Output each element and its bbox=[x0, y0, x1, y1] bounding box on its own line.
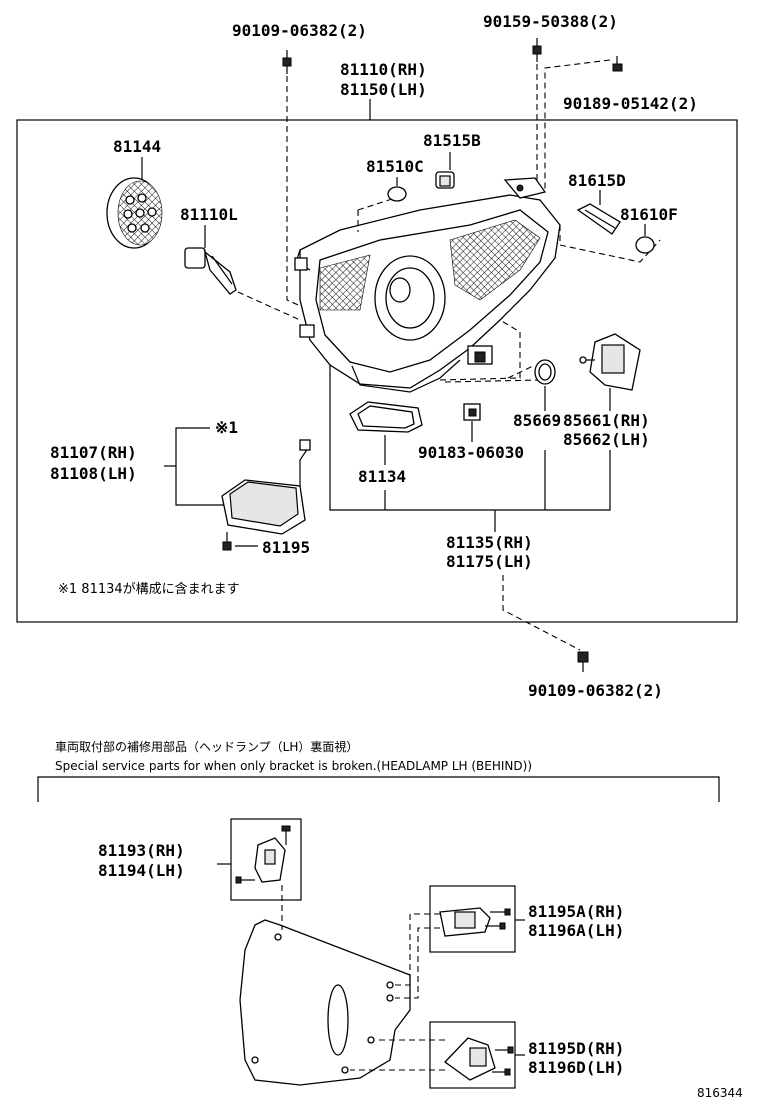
label-81110-rh: 81110(RH) bbox=[340, 60, 427, 79]
label-81134: 81134 bbox=[358, 467, 406, 486]
label-81135-rh: 81135(RH) bbox=[446, 533, 533, 552]
lower-bracket-line bbox=[37, 776, 720, 802]
note-star1: ※1 81134が構成に含まれます bbox=[58, 581, 240, 597]
label-81194-lh: 81194(LH) bbox=[98, 861, 185, 880]
label-81144: 81144 bbox=[113, 137, 161, 156]
dash-lamp-right bbox=[559, 225, 661, 263]
dash-lamp-lower bbox=[444, 379, 541, 383]
label-81515b: 81515B bbox=[423, 131, 481, 150]
label-81510c: 81510C bbox=[366, 157, 424, 176]
dash-lamp-bottom bbox=[439, 319, 521, 381]
leader-star1 bbox=[175, 427, 228, 506]
label-81175-lh: 81175(LH) bbox=[446, 552, 533, 571]
gasket-81134-icon bbox=[349, 401, 423, 433]
dash-81195a bbox=[395, 913, 440, 999]
box-81195a bbox=[429, 885, 516, 953]
label-81108-lh: 81108(LH) bbox=[50, 464, 137, 483]
leader-81135-bracket bbox=[329, 365, 611, 511]
label-81110l: 81110L bbox=[180, 205, 238, 224]
label-85662-lh: 85662(LH) bbox=[563, 430, 650, 449]
bracket-81193-icon bbox=[235, 825, 291, 884]
caption-jp: 車両取付部の補修用部品（ヘッドランプ（LH）裏面視） bbox=[55, 739, 358, 754]
bulb-81110l-icon bbox=[184, 247, 237, 295]
socket-81515b-icon bbox=[435, 171, 455, 189]
nut-90183-icon bbox=[463, 403, 481, 421]
label-81107-rh: 81107(RH) bbox=[50, 443, 137, 462]
dash-81195d bbox=[350, 1039, 445, 1071]
ballast-81107-icon bbox=[221, 439, 311, 535]
label-81195a-rh: 81195A(RH) bbox=[528, 902, 624, 921]
box-81193 bbox=[230, 818, 302, 901]
dash-actuator bbox=[507, 364, 536, 379]
label-90109-06382-bottom: 90109-06382(2) bbox=[528, 681, 663, 700]
label-81195: 81195 bbox=[262, 538, 310, 557]
label-81196d-lh: 81196D(LH) bbox=[528, 1058, 624, 1077]
label-81196a-lh: 81196A(LH) bbox=[528, 921, 624, 940]
label-81610f: 81610F bbox=[620, 205, 678, 224]
socket-81615d-icon bbox=[576, 203, 621, 235]
label-81193-rh: 81193(RH) bbox=[98, 841, 185, 860]
dash-lamp-top bbox=[357, 197, 396, 232]
bolt-90189-icon bbox=[612, 56, 623, 72]
bolt-90109-top-icon bbox=[282, 50, 292, 74]
label-81150-lh: 81150(LH) bbox=[340, 80, 427, 99]
label-90109-06382-top: 90109-06382(2) bbox=[232, 21, 367, 40]
headlamp-back-icon bbox=[239, 919, 411, 1086]
oring-85669-icon bbox=[534, 359, 556, 385]
dash-90109-bottom bbox=[502, 575, 581, 651]
headlamp-assembly-icon bbox=[294, 177, 561, 393]
screw-81195-icon bbox=[222, 532, 232, 551]
dash-90189 bbox=[544, 59, 611, 190]
bolt-90159-icon bbox=[532, 38, 542, 62]
bracket-81195d-icon bbox=[444, 1037, 514, 1081]
label-90159-50388: 90159-50388(2) bbox=[483, 12, 618, 31]
main-assembly-frame bbox=[16, 119, 738, 623]
cap-81144-icon bbox=[106, 177, 163, 249]
label-85661-rh: 85661(RH) bbox=[563, 411, 650, 430]
dash-90109-top bbox=[286, 76, 306, 309]
figure-number: 816344 bbox=[697, 1086, 743, 1100]
dash-bulb bbox=[237, 291, 301, 321]
bracket-81195a-icon bbox=[439, 907, 511, 937]
label-81195d-rh: 81195D(RH) bbox=[528, 1039, 624, 1058]
bulb-81610f-icon bbox=[635, 236, 655, 254]
label-90189-05142: 90189-05142(2) bbox=[563, 94, 698, 113]
bulb-81510c-icon bbox=[387, 186, 407, 202]
caption-en: Special service parts for when only brac… bbox=[55, 759, 532, 773]
actuator-85661-icon bbox=[579, 333, 641, 391]
label-star1: ※1 bbox=[215, 418, 238, 437]
bolt-90109-bottom-icon bbox=[577, 651, 589, 672]
label-81615d: 81615D bbox=[568, 171, 626, 190]
label-85669: 85669 bbox=[513, 411, 561, 430]
label-90183-06030: 90183-06030 bbox=[418, 443, 524, 462]
